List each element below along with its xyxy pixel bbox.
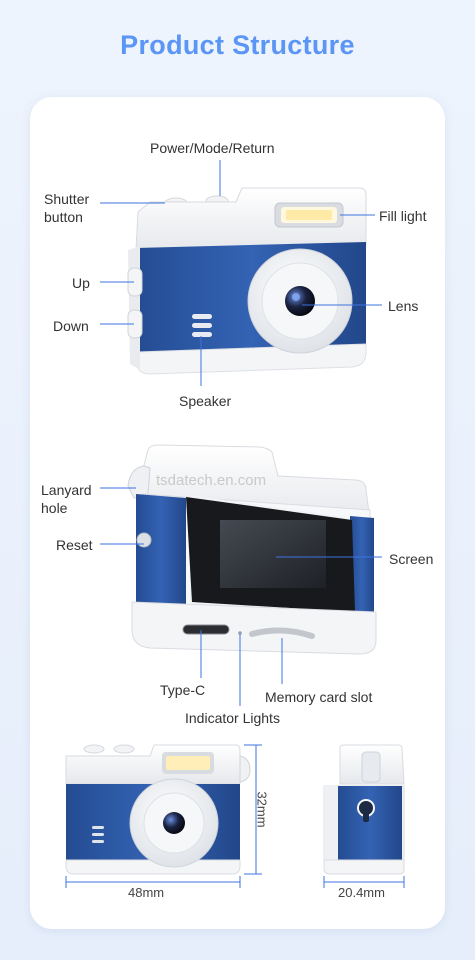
dimension-front-camera — [65, 744, 251, 875]
label-down: Down — [53, 318, 89, 334]
label-screen: Screen — [389, 551, 434, 567]
label-up: Up — [72, 275, 90, 291]
dimension-depth: 20.4mm — [338, 885, 385, 900]
label-indicator-lights: Indicator Lights — [185, 710, 280, 726]
dimension-lines — [65, 744, 405, 888]
label-lens: Lens — [388, 298, 419, 314]
label-shutter-line1: Shutter — [44, 191, 90, 207]
dimension-side-camera — [323, 744, 405, 875]
label-lanyard-line1: Lanyard — [41, 482, 92, 498]
watermark: tsdatech.en.com — [156, 472, 267, 489]
label-power-mode-return: Power/Mode/Return — [150, 140, 275, 156]
back-callout-lines — [100, 487, 382, 706]
label-shutter-line2: button — [44, 209, 83, 225]
label-lanyard-line2: hole — [41, 500, 68, 516]
front-camera — [127, 187, 367, 375]
dimension-width: 48mm — [128, 885, 165, 900]
back-camera — [127, 444, 377, 655]
label-type-c: Type-C — [160, 682, 206, 698]
label-fill-light: Fill light — [379, 208, 427, 224]
label-reset: Reset — [56, 537, 93, 553]
page-title: Product Structure — [120, 30, 355, 60]
front-callout-lines — [100, 160, 382, 386]
label-memory-card-slot: Memory card slot — [265, 689, 373, 705]
dimension-height: 32mm — [254, 791, 270, 828]
label-speaker: Speaker — [179, 393, 232, 409]
